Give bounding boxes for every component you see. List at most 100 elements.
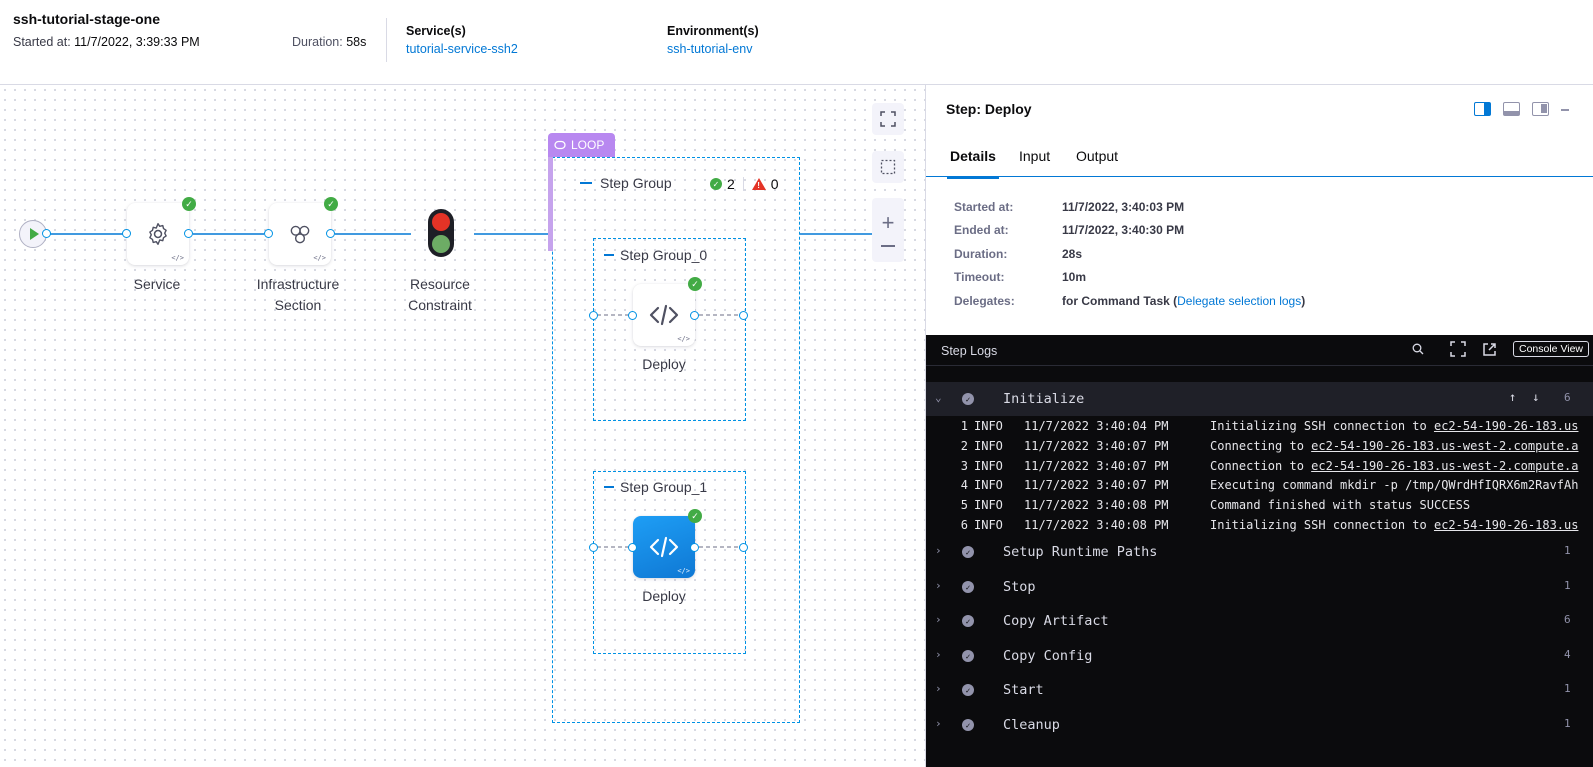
line-number: 4 <box>960 478 968 492</box>
stage-duration: Duration: 58s <box>292 35 366 49</box>
delegate-selection-logs-link[interactable]: Delegate selection logs <box>1177 294 1302 308</box>
code-icon <box>649 304 679 326</box>
log-message: Initializing SSH connection to ec2-54-19… <box>1210 419 1578 433</box>
start-port <box>42 229 51 238</box>
environment-info: Environment(s) ssh-tutorial-env <box>667 24 759 56</box>
chevron-right-icon: › <box>935 717 942 730</box>
success-check-icon: ✓ <box>710 178 722 190</box>
stage-title: ssh-tutorial-stage-one <box>13 11 161 27</box>
section-duration: 1 <box>1564 717 1571 730</box>
code-mini-icon: </> <box>677 335 690 343</box>
minimize-icon[interactable] <box>1561 109 1569 111</box>
log-message: Initializing SSH connection to ec2-54-19… <box>1210 518 1578 532</box>
deploy-step-node-1-selected[interactable]: </> <box>633 516 695 578</box>
gear-icon <box>149 223 167 245</box>
infra-label-line1: Infrastructure <box>256 276 340 292</box>
fullscreen-icon[interactable] <box>1450 341 1466 357</box>
code-icon: </> <box>313 254 326 262</box>
log-timestamp: 11/7/2022 3:40:07 PM <box>1024 459 1169 473</box>
log-message: Executing command mkdir -p /tmp/QWrdHfIQ… <box>1210 478 1579 492</box>
deploy0-in-port <box>628 311 637 320</box>
zoom-out-icon[interactable] <box>881 245 895 247</box>
host-link[interactable]: ec2-54-190-26-183.us-west-2.compute.a <box>1311 459 1579 473</box>
code-mini-icon: </> <box>677 567 690 575</box>
delegates-value: for Command Task (Delegate selection log… <box>1062 294 1305 308</box>
search-icon[interactable] <box>1412 343 1424 355</box>
check-circle-icon: ✓ <box>962 684 974 696</box>
log-timestamp: 11/7/2022 3:40:04 PM <box>1024 419 1169 433</box>
execution-header: ssh-tutorial-stage-one Started at: 11/7/… <box>0 0 1593 85</box>
float-layout-icon[interactable] <box>1532 102 1549 116</box>
tab-details[interactable]: Details <box>947 148 999 179</box>
sub1-out-port <box>739 543 748 552</box>
started-label: Started at: <box>954 200 1014 214</box>
collapse-icon[interactable] <box>580 182 592 184</box>
pipeline-canvas[interactable]: </> ✓ Service </> ✓ Infrastructure Secti… <box>0 85 925 767</box>
step-group-container[interactable] <box>552 157 800 723</box>
pipeline-start-node[interactable] <box>19 220 47 248</box>
environment-link[interactable]: ssh-tutorial-env <box>667 42 753 56</box>
tab-input[interactable]: Input <box>1019 148 1051 164</box>
line-number: 5 <box>960 498 968 512</box>
select-area-button[interactable] <box>872 151 904 183</box>
deploy1-out-port <box>690 543 699 552</box>
sub-step-group-0-label: Step Group_0 <box>620 247 708 263</box>
check-circle-icon: ✓ <box>962 581 974 593</box>
console-view-button[interactable]: Console View <box>1513 341 1590 357</box>
success-check-icon: ✓ <box>688 509 702 523</box>
zoom-in-icon[interactable]: + <box>881 210 895 236</box>
service-node[interactable]: </> <box>127 203 189 265</box>
sub-step-group-1[interactable] <box>593 471 746 654</box>
services-link[interactable]: tutorial-service-ssh2 <box>406 42 518 56</box>
open-new-tab-icon[interactable] <box>1482 342 1497 357</box>
sub-step-group-1-header[interactable]: Step Group_1 <box>604 479 707 495</box>
log-message: Command finished with status SUCCESS <box>1210 498 1471 512</box>
resource-label-line2: Constraint <box>408 297 472 313</box>
duration-label: Duration: <box>292 35 347 49</box>
count-divider <box>742 177 744 191</box>
step-group-header[interactable]: Step Group <box>580 175 672 191</box>
deploy-step-node-0[interactable]: </> <box>633 284 695 346</box>
infrastructure-icon <box>290 225 310 244</box>
log-message: Connection to ec2-54-190-26-183.us-west-… <box>1210 459 1578 473</box>
scroll-arrows-icon[interactable]: ↑↓ <box>1509 390 1556 404</box>
services-info: Service(s) tutorial-service-ssh2 <box>406 24 518 56</box>
zoom-controls: + <box>872 198 904 262</box>
chevron-right-icon: › <box>935 648 942 661</box>
infrastructure-node[interactable]: </> <box>269 203 331 265</box>
host-link[interactable]: ec2-54-190-26-183.us <box>1433 419 1579 433</box>
check-circle-icon: ✓ <box>962 719 974 731</box>
section-duration: 1 <box>1564 579 1571 592</box>
check-circle-icon: ✓ <box>962 615 974 627</box>
host-link[interactable]: ec2-54-190-26-183.us-west-2.compute.a <box>1311 439 1579 453</box>
host-link[interactable]: ec2-54-190-26-183.us <box>1433 518 1579 532</box>
collapse-icon[interactable] <box>604 486 614 488</box>
fit-to-screen-button[interactable] <box>872 103 904 135</box>
bottom-layout-icon[interactable] <box>1503 102 1520 116</box>
started-value: 11/7/2022, 3:40:03 PM <box>1062 200 1185 214</box>
section-name: Setup Runtime Paths <box>1003 544 1158 560</box>
service-out-port <box>184 229 193 238</box>
sub-step-group-0-header[interactable]: Step Group_0 <box>604 247 707 263</box>
tab-output[interactable]: Output <box>1076 148 1119 164</box>
log-text: Initializing SSH connection to <box>1210 419 1434 433</box>
traffic-light-icon[interactable] <box>428 209 454 257</box>
log-section-initialize[interactable]: ⌄ ✓ Initialize ↑↓ 6 <box>926 382 1593 416</box>
line-number: 6 <box>960 518 968 532</box>
success-check-icon: ✓ <box>182 197 196 211</box>
section-name: Copy Config <box>1003 648 1093 664</box>
right-layout-icon[interactable] <box>1474 102 1491 116</box>
stage-started: Started at: 11/7/2022, 3:39:33 PM <box>13 35 200 49</box>
sub-step-group-0[interactable] <box>593 238 746 421</box>
panel-tabs: Details Input Output <box>926 137 1593 179</box>
collapse-icon[interactable] <box>604 254 614 256</box>
code-icon: </> <box>171 254 184 262</box>
